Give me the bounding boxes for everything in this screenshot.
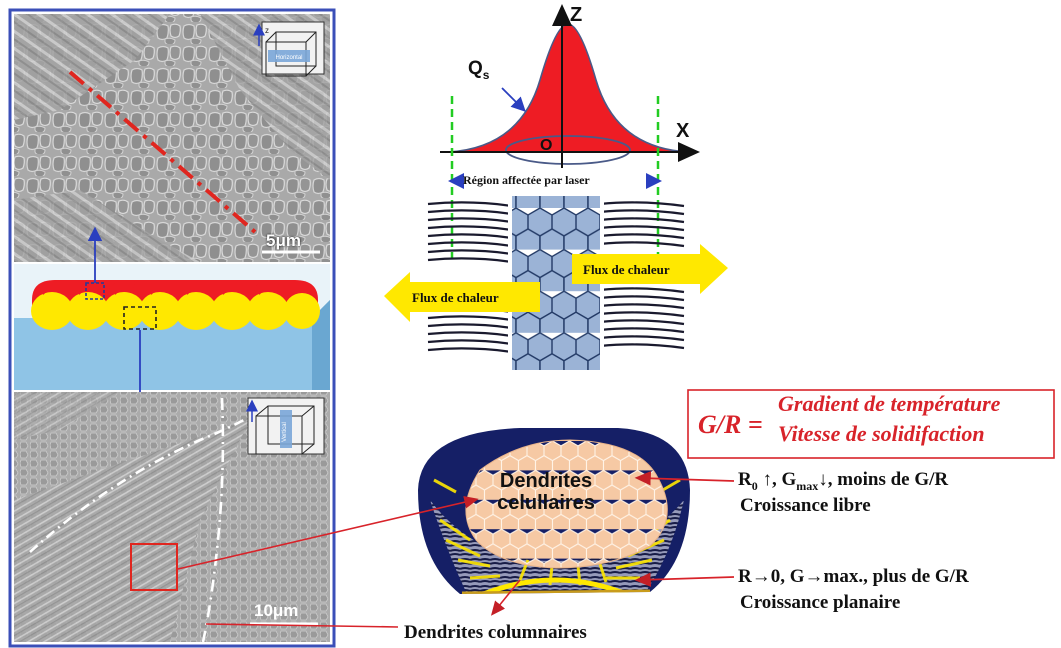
laser-region-label: Région affectée par laser [463,173,590,187]
cellular-label-line1: Dendrites [499,470,593,492]
planar-growth-line1: R→0, G→max., plus de G/R [738,566,969,587]
zoom-region-box [130,543,178,591]
planar-growth-line2: Croissance planaire [740,592,901,613]
roi-box-top [85,282,105,300]
melt-pool-cross-section [418,428,690,594]
inset-bottom-label: Vertical [282,422,288,442]
scale-label-top: 5μm [266,231,301,250]
axis-inset-icon [261,21,325,75]
free-growth-line1: R0 ↑, Gmax↓, moins de G/R [738,469,949,493]
pointer-columnar-right [490,579,521,616]
free-growth-line2: Croissance libre [740,495,871,516]
melt-boundary-line [68,70,257,234]
columnar-dendrites-label: Dendrites columnaires [404,622,587,643]
pointer-columnar-left [205,623,399,628]
axis-label-z: Z [570,4,583,26]
heat-flux-label: Qs [468,58,490,82]
left-micrograph-panel: Horizontal z 5μm [8,8,336,648]
axis-label-origin: O [540,137,553,154]
cellular-dendrites-label: Dendrites celullaires [494,470,598,514]
heat-flow-schematic [384,196,728,370]
pointer-planar-growth [634,572,735,587]
inset-top-label: Horizontal [275,55,302,61]
gr-denominator: Vitesse de solidifaction [778,421,985,446]
axis-label-x: X [676,120,690,142]
cellular-label-line2: celullaires [497,492,595,514]
pointer-cellular [177,495,479,570]
hexagon-grain-column [512,196,600,370]
heat-flow-label-left: Flux de chaleur [412,290,499,305]
scan-track-schematic [14,226,330,414]
svg-text:z: z [265,26,269,35]
scale-label-bottom: 10μm [254,601,298,620]
gr-formula-box [687,389,1055,459]
heat-flow-arrow-icon [572,244,728,294]
heat-flow-label-right: Flux de chaleur [583,262,670,277]
heat-flow-arrow-icon [384,272,540,322]
cellular-dendrite-zone [465,439,668,569]
gaussian-heat-source [440,4,700,258]
gr-numerator: Gradient de température [778,391,1001,416]
pointer-free-growth [634,471,735,486]
gr-prefix: G/R = [698,410,763,439]
gaussian-curve [447,23,689,153]
roi-box-bottom [123,306,157,330]
